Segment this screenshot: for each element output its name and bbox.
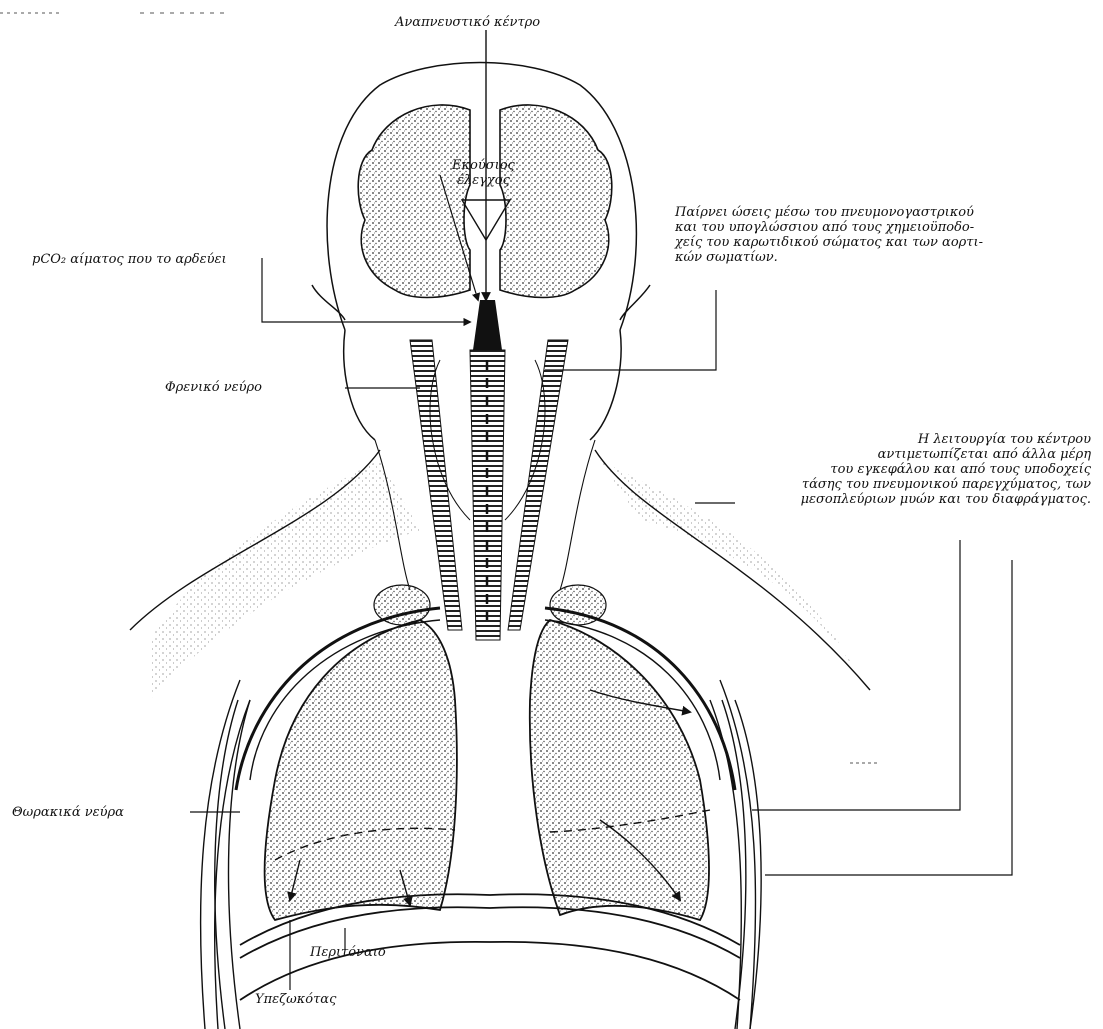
modulation-line-5: μεσοπλεύριων μυών και του διαφράγματος. [801,492,1091,507]
peritoneum-label: Περιτόναιο [310,945,386,960]
vagus-line-1: Παίρνει ώσεις μέσω του πνευμονογαστρικού [675,205,983,220]
modulation-line-4: τάσης του πνευμονικού παρεγχύματος, των [801,477,1091,492]
lungs [264,620,709,920]
vagus-note: Παίρνει ώσεις μέσω του πνευμονογαστρικού… [675,205,983,265]
center-title-label: Αναπνευστικό κέντρο [395,15,540,30]
modulation-line-3: του εγκεφάλου και από τους υποδοχείς [801,462,1091,477]
vagus-connector [545,290,716,370]
phrenic-label: Φρενικό νεύρο [165,380,262,395]
nerve-cords [410,340,568,640]
brain [358,105,612,298]
modulation-line-2: αντιμετωπίζεται από άλλα μέρη [801,447,1091,462]
pleura-label: Υπεζωκότας [255,992,336,1007]
modulation-note: Η λειτουργία του κέντρου αντιμετωπίζεται… [801,432,1091,507]
respiratory-center-node [473,300,502,350]
modulation-line-1: Η λειτουργία του κέντρου [801,432,1091,447]
vagus-line-4: κών σωματίων. [675,250,983,265]
pco2-label: pCO₂ αίματος που το αρδεύει [32,252,227,267]
vagus-line-3: χείς του καρωτιδικού σώματος και των αορ… [675,235,983,250]
voluntary-control-label: Εκούσιος έλεγχος [452,158,515,188]
voluntary-line-2: έλεγχος [452,173,515,188]
vagus-line-2: και του υπογλώσσιου από τους χημειοϋποδο… [675,220,983,235]
voluntary-line-1: Εκούσιος [452,158,515,173]
thoracic-label: Θωρακικά νεύρα [12,805,124,820]
